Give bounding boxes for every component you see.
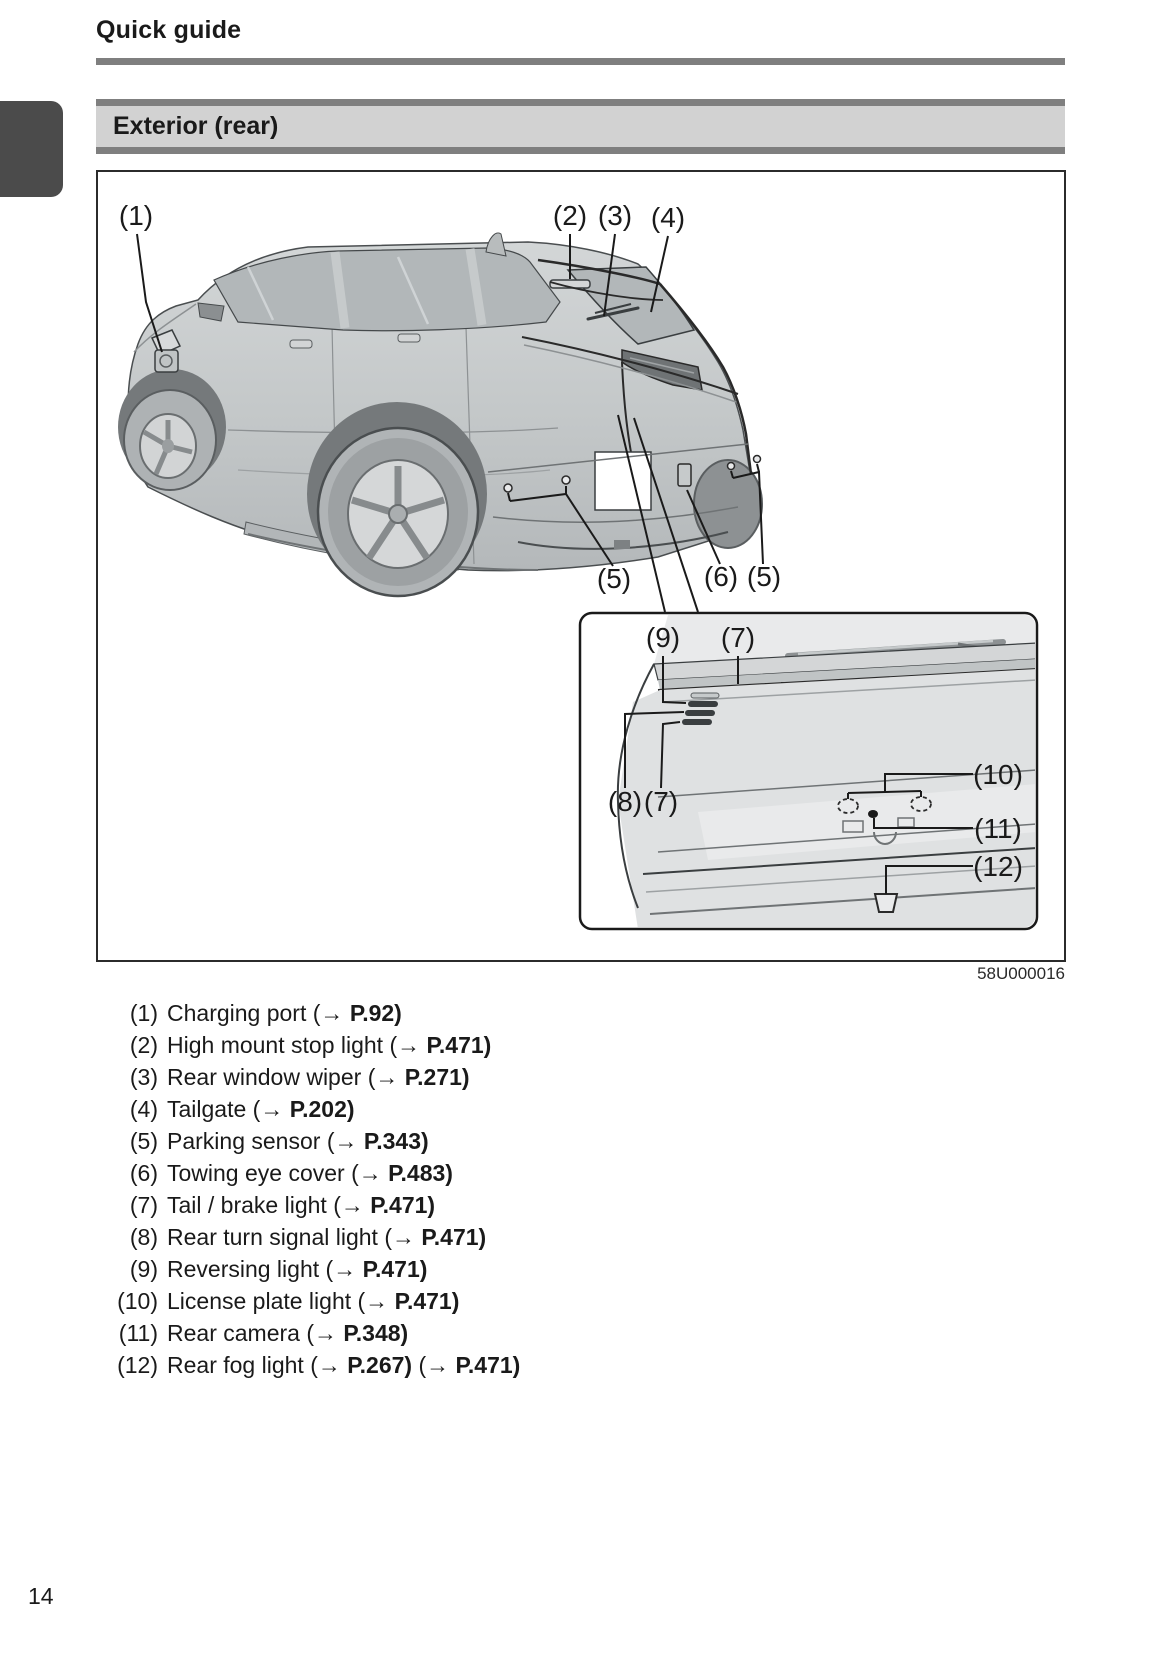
page-reference: P.471) — [394, 1288, 460, 1314]
legend-item-number: (10) — [117, 1288, 158, 1314]
callout-8: (8) — [608, 786, 642, 817]
legend-item: (10) License plate light (→ P.471) — [104, 1285, 520, 1317]
legend-item: (9) Reversing light (→ P.471) — [104, 1253, 520, 1285]
page-reference: P.202) — [289, 1096, 355, 1122]
chapter-tab — [0, 101, 63, 197]
callout-11: (11) — [974, 813, 1022, 844]
legend-item-number: (7) — [129, 1192, 158, 1218]
legend-item: (3) Rear window wiper (→ P.271) — [104, 1061, 520, 1093]
page-reference: P.483) — [388, 1160, 453, 1186]
inset-closeup — [616, 615, 1035, 927]
callout-6: (6) — [704, 561, 738, 592]
page-reference: P.471) — [455, 1352, 521, 1378]
heading-bar: Exterior (rear) — [96, 99, 1065, 154]
callout-9: (9) — [646, 622, 680, 653]
page-reference: P.471) — [370, 1192, 436, 1218]
legend-item-number: (11) — [118, 1320, 158, 1346]
callout-3: (3) — [598, 200, 632, 231]
page-number: 14 — [28, 1583, 54, 1609]
car-details — [150, 232, 762, 550]
legend-item-number: (2) — [129, 1032, 158, 1058]
page-reference: P.267) — [347, 1352, 413, 1378]
legend-item: (7) Tail / brake light (→ P.471) — [104, 1189, 520, 1221]
page-reference: P.343) — [363, 1128, 429, 1154]
legend-item-text: Tail / brake light (→ P.471) — [167, 1192, 436, 1218]
callout-2: (2) — [553, 200, 587, 231]
legend-item-number: (12) — [117, 1352, 158, 1378]
section-divider — [96, 58, 1065, 65]
exterior-rear-figure: (1) (2) (3) (4) (5) (6) (5) (9) (7) (8) … — [96, 170, 1066, 962]
page-heading: Exterior (rear) — [113, 112, 279, 140]
legend-item: (6) Towing eye cover (→ P.483) — [104, 1157, 520, 1189]
page-reference: P.471) — [362, 1256, 428, 1282]
callout-labels: (1) (2) (3) (4) (5) (6) (5) (9) (7) (8) … — [119, 200, 1023, 882]
legend-item-number: (5) — [129, 1128, 158, 1154]
legend-item-text: Tailgate (→ P.202) — [167, 1096, 355, 1122]
rear-wheel — [307, 402, 487, 598]
callout-4: (4) — [651, 202, 685, 233]
legend-item-text: Rear window wiper (→ P.271) — [167, 1064, 470, 1090]
callout-7-bottom: (7) — [644, 786, 678, 817]
legend-item-text: High mount stop light (→ P.471) — [167, 1032, 492, 1058]
legend-item: (8) Rear turn signal light (→ P.471) — [104, 1221, 520, 1253]
legend-item: (1) Charging port (→ P.92) — [104, 997, 520, 1029]
callout-5-right: (5) — [747, 561, 781, 592]
callout-12: (12) — [973, 851, 1023, 882]
legend-item-number: (9) — [129, 1256, 158, 1282]
legend-item-text: Rear fog light (→ P.267) (→ P.471) — [167, 1352, 521, 1378]
legend-item-text: Rear turn signal light (→ P.471) — [167, 1224, 487, 1250]
legend-item-text: License plate light (→ P.471) — [167, 1288, 460, 1314]
legend-item-number: (6) — [129, 1160, 158, 1186]
legend-item: (5) Parking sensor (→ P.343) — [104, 1125, 520, 1157]
page-reference: P.471) — [426, 1032, 492, 1058]
callout-10: (10) — [973, 759, 1023, 790]
callout-7-top: (7) — [721, 622, 755, 653]
legend-item: (11) Rear camera (→ P.348) — [104, 1317, 520, 1349]
legend-list: (1) Charging port (→ P.92) (2) High mount s… — [104, 997, 520, 1381]
callout-1: (1) — [119, 200, 153, 231]
front-wheel — [118, 369, 226, 491]
legend-item-number: (4) — [129, 1096, 158, 1122]
car-rear-diagram: (1) (2) (3) (4) (5) (6) (5) (9) (7) (8) … — [118, 200, 1039, 931]
legend-item-number: (8) — [129, 1224, 158, 1250]
callout-leader-lines — [136, 233, 764, 613]
legend-item-text: Towing eye cover (→ P.483) — [167, 1160, 453, 1186]
legend-item-number: (3) — [129, 1064, 158, 1090]
page-reference: P.92) — [349, 1000, 402, 1026]
legend-item-text: Charging port (→ P.92) — [167, 1000, 402, 1026]
legend-item-number: (1) — [129, 1000, 158, 1026]
legend-item: (12) Rear fog light (→ P.267) (→ P.471) — [104, 1349, 520, 1381]
section-title: Quick guide — [96, 16, 242, 44]
callout-5-left: (5) — [597, 563, 631, 594]
page-reference: P.348) — [343, 1320, 409, 1346]
legend-item: (4) Tailgate (→ P.202) — [104, 1093, 520, 1125]
figure-code: 58U000016 — [977, 964, 1065, 983]
inset-leader-lines — [624, 656, 973, 894]
car-glass — [213, 247, 696, 345]
page-reference: P.271) — [404, 1064, 470, 1090]
legend-item: (2) High mount stop light (→ P.471) — [104, 1029, 520, 1061]
legend-item-text: Reversing light (→ P.471) — [167, 1256, 428, 1282]
legend-item-text: Rear camera (→ P.348) — [167, 1320, 409, 1346]
legend-item-text: Parking sensor (→ P.343) — [167, 1128, 429, 1154]
page-reference: P.471) — [421, 1224, 487, 1250]
